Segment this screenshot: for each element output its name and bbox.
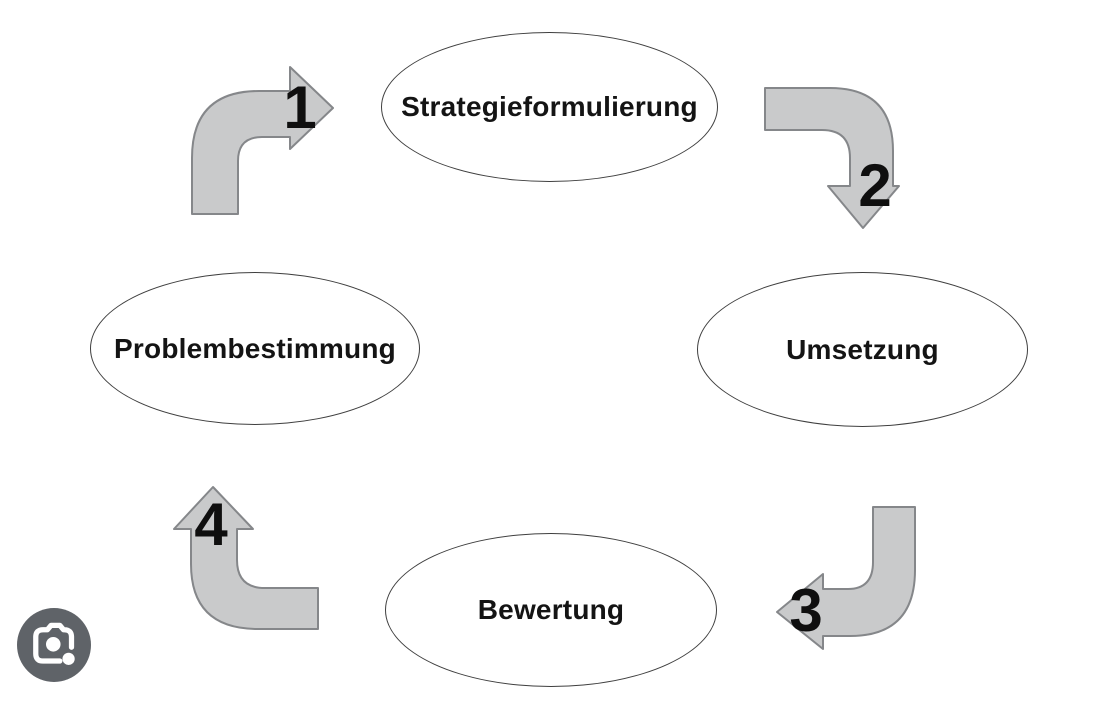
google-lens-button[interactable] [17, 608, 91, 682]
node-problembestimmung: Problembestimmung [90, 272, 420, 425]
step-number-4: 4 [194, 491, 228, 558]
google-lens-camera-icon [33, 622, 75, 665]
node-label: Bewertung [477, 594, 625, 625]
arrow-step-3 [776, 506, 916, 650]
arrow-step-4 [173, 486, 319, 630]
node-label: Umsetzung [786, 333, 939, 365]
node-strategieformulierung: Strategieformulierung [381, 32, 718, 182]
arrow-step-1 [191, 66, 334, 215]
step-number-2: 2 [858, 152, 892, 219]
arrow-step-2 [764, 87, 900, 229]
step-number-1: 1 [283, 74, 317, 141]
node-label: Problembestimmung [114, 332, 396, 364]
step-number-3: 3 [789, 577, 823, 644]
node-umsetzung: Umsetzung [697, 272, 1028, 427]
node-bewertung: Bewertung [385, 533, 717, 687]
node-label: Strategieformulierung [401, 91, 698, 122]
